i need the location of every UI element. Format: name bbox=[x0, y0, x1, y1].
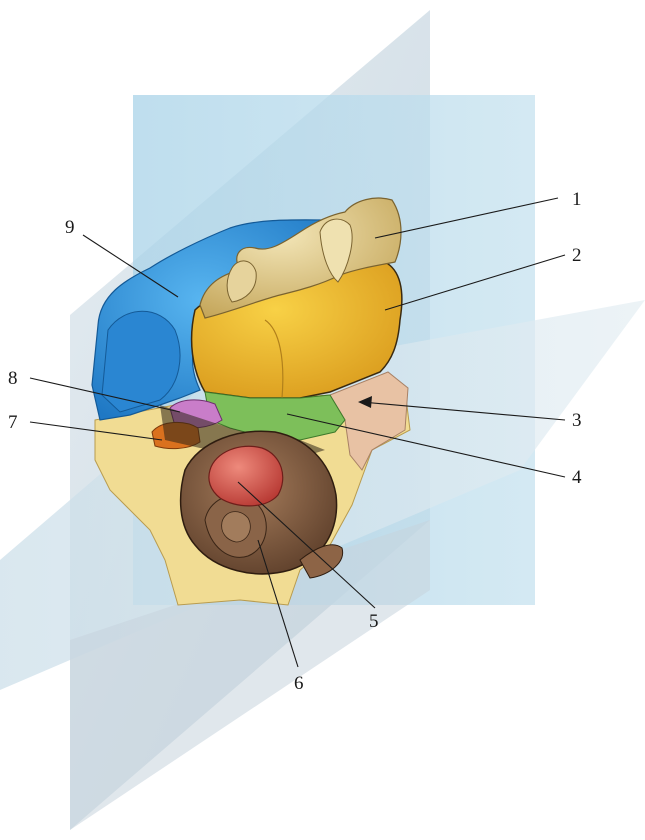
callout-6: 6 bbox=[294, 673, 304, 694]
structure-5 bbox=[209, 446, 283, 506]
callout-3: 3 bbox=[572, 410, 582, 431]
callout-7: 7 bbox=[8, 412, 18, 433]
callout-2: 2 bbox=[572, 245, 582, 266]
callout-9: 9 bbox=[65, 217, 75, 238]
callout-5: 5 bbox=[369, 611, 379, 632]
callout-8: 8 bbox=[8, 368, 18, 389]
callout-1: 1 bbox=[572, 189, 582, 210]
callout-4: 4 bbox=[572, 467, 582, 488]
